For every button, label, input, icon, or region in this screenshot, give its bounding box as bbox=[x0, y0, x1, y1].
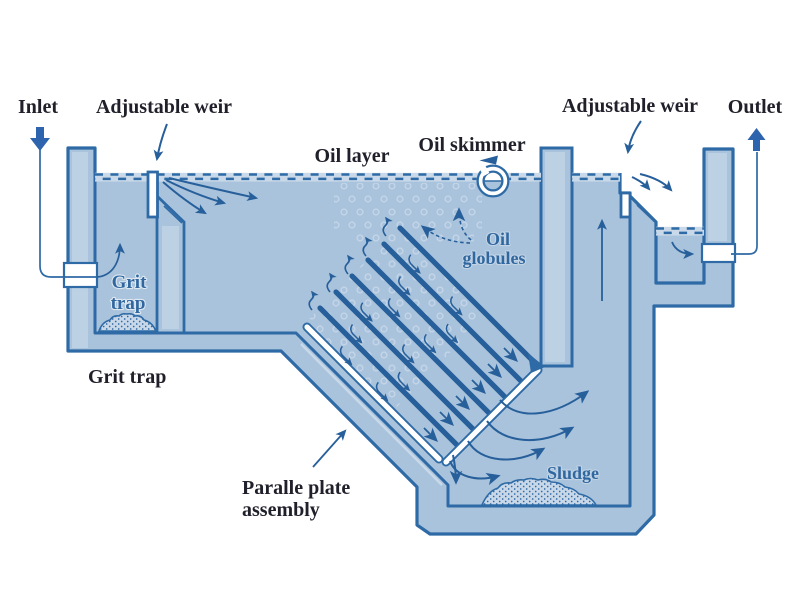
svg-text:Grit: Grit bbox=[112, 272, 147, 293]
svg-text:globules: globules bbox=[462, 248, 525, 268]
svg-text:Oil skimmer: Oil skimmer bbox=[418, 134, 525, 156]
svg-text:Oil layer: Oil layer bbox=[315, 145, 390, 167]
svg-text:Sludge: Sludge bbox=[547, 463, 599, 483]
svg-text:Oil: Oil bbox=[486, 229, 510, 249]
svg-text:Paralle plate: Paralle plate bbox=[242, 477, 350, 499]
svg-text:assembly: assembly bbox=[242, 499, 320, 521]
svg-text:trap: trap bbox=[111, 293, 146, 314]
svg-text:Outlet: Outlet bbox=[728, 96, 783, 118]
svg-text:Adjustable weir: Adjustable weir bbox=[562, 95, 698, 117]
svg-text:Grit trap: Grit trap bbox=[88, 366, 166, 388]
svg-text:Inlet: Inlet bbox=[18, 96, 58, 118]
svg-text:Adjustable weir: Adjustable weir bbox=[96, 96, 232, 118]
